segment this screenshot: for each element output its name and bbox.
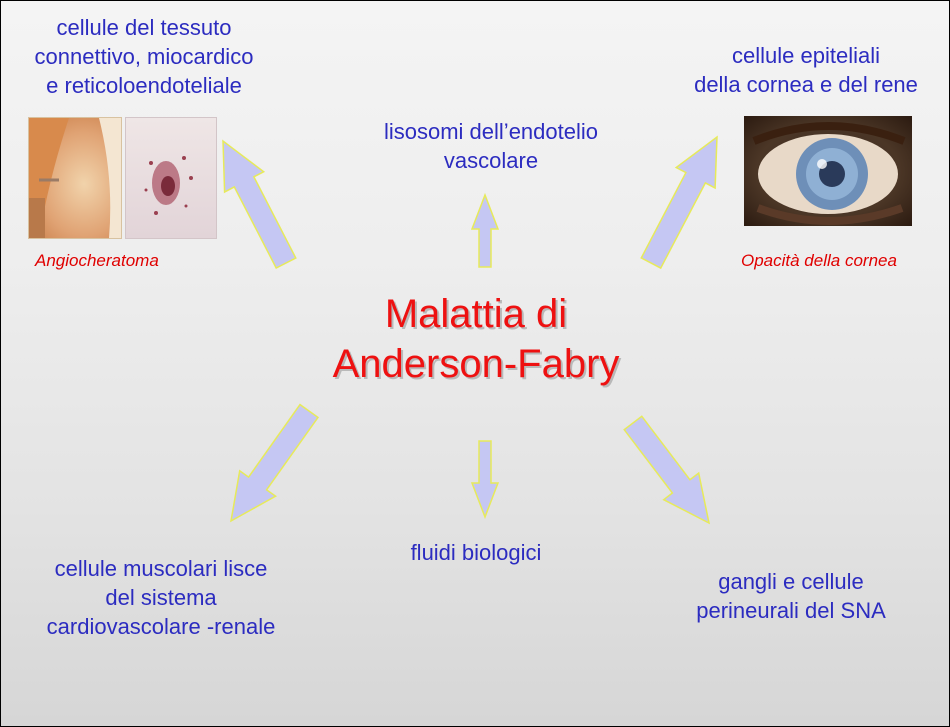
arrow-bottom-left [231, 405, 318, 521]
angiokeratoma-photo-2 [125, 117, 217, 239]
cornea-photo [744, 116, 912, 226]
label-corneal-renal-cells: cellule epiteliali della cornea e del re… [661, 41, 950, 99]
label-ganglia-perineural-cells: gangli e cellule perineurali del SNA [656, 567, 926, 625]
arrow-top-left [223, 141, 296, 268]
arrow-bottom-center [472, 441, 498, 517]
label-biological-fluids: fluidi biologici [361, 538, 591, 567]
label-connective-cells: cellule del tessuto connettivo, miocardi… [1, 13, 287, 100]
label-endothelial-lysosomes: lisosomi dell’endotelio vascolare [331, 117, 651, 175]
caption-corneal-opacity: Opacità della cornea [741, 251, 897, 271]
label-smooth-muscle-cells: cellule muscolari lisce del sistema card… [11, 554, 311, 641]
caption-angiokeratoma: Angiocheratoma [35, 251, 159, 271]
arrow-top-center [472, 195, 498, 267]
angiokeratoma-photo-1 [28, 117, 122, 239]
diagram-title: Malattia di Anderson-Fabry [256, 289, 696, 389]
arrow-top-right [641, 137, 717, 268]
arrow-bottom-right [624, 416, 709, 523]
